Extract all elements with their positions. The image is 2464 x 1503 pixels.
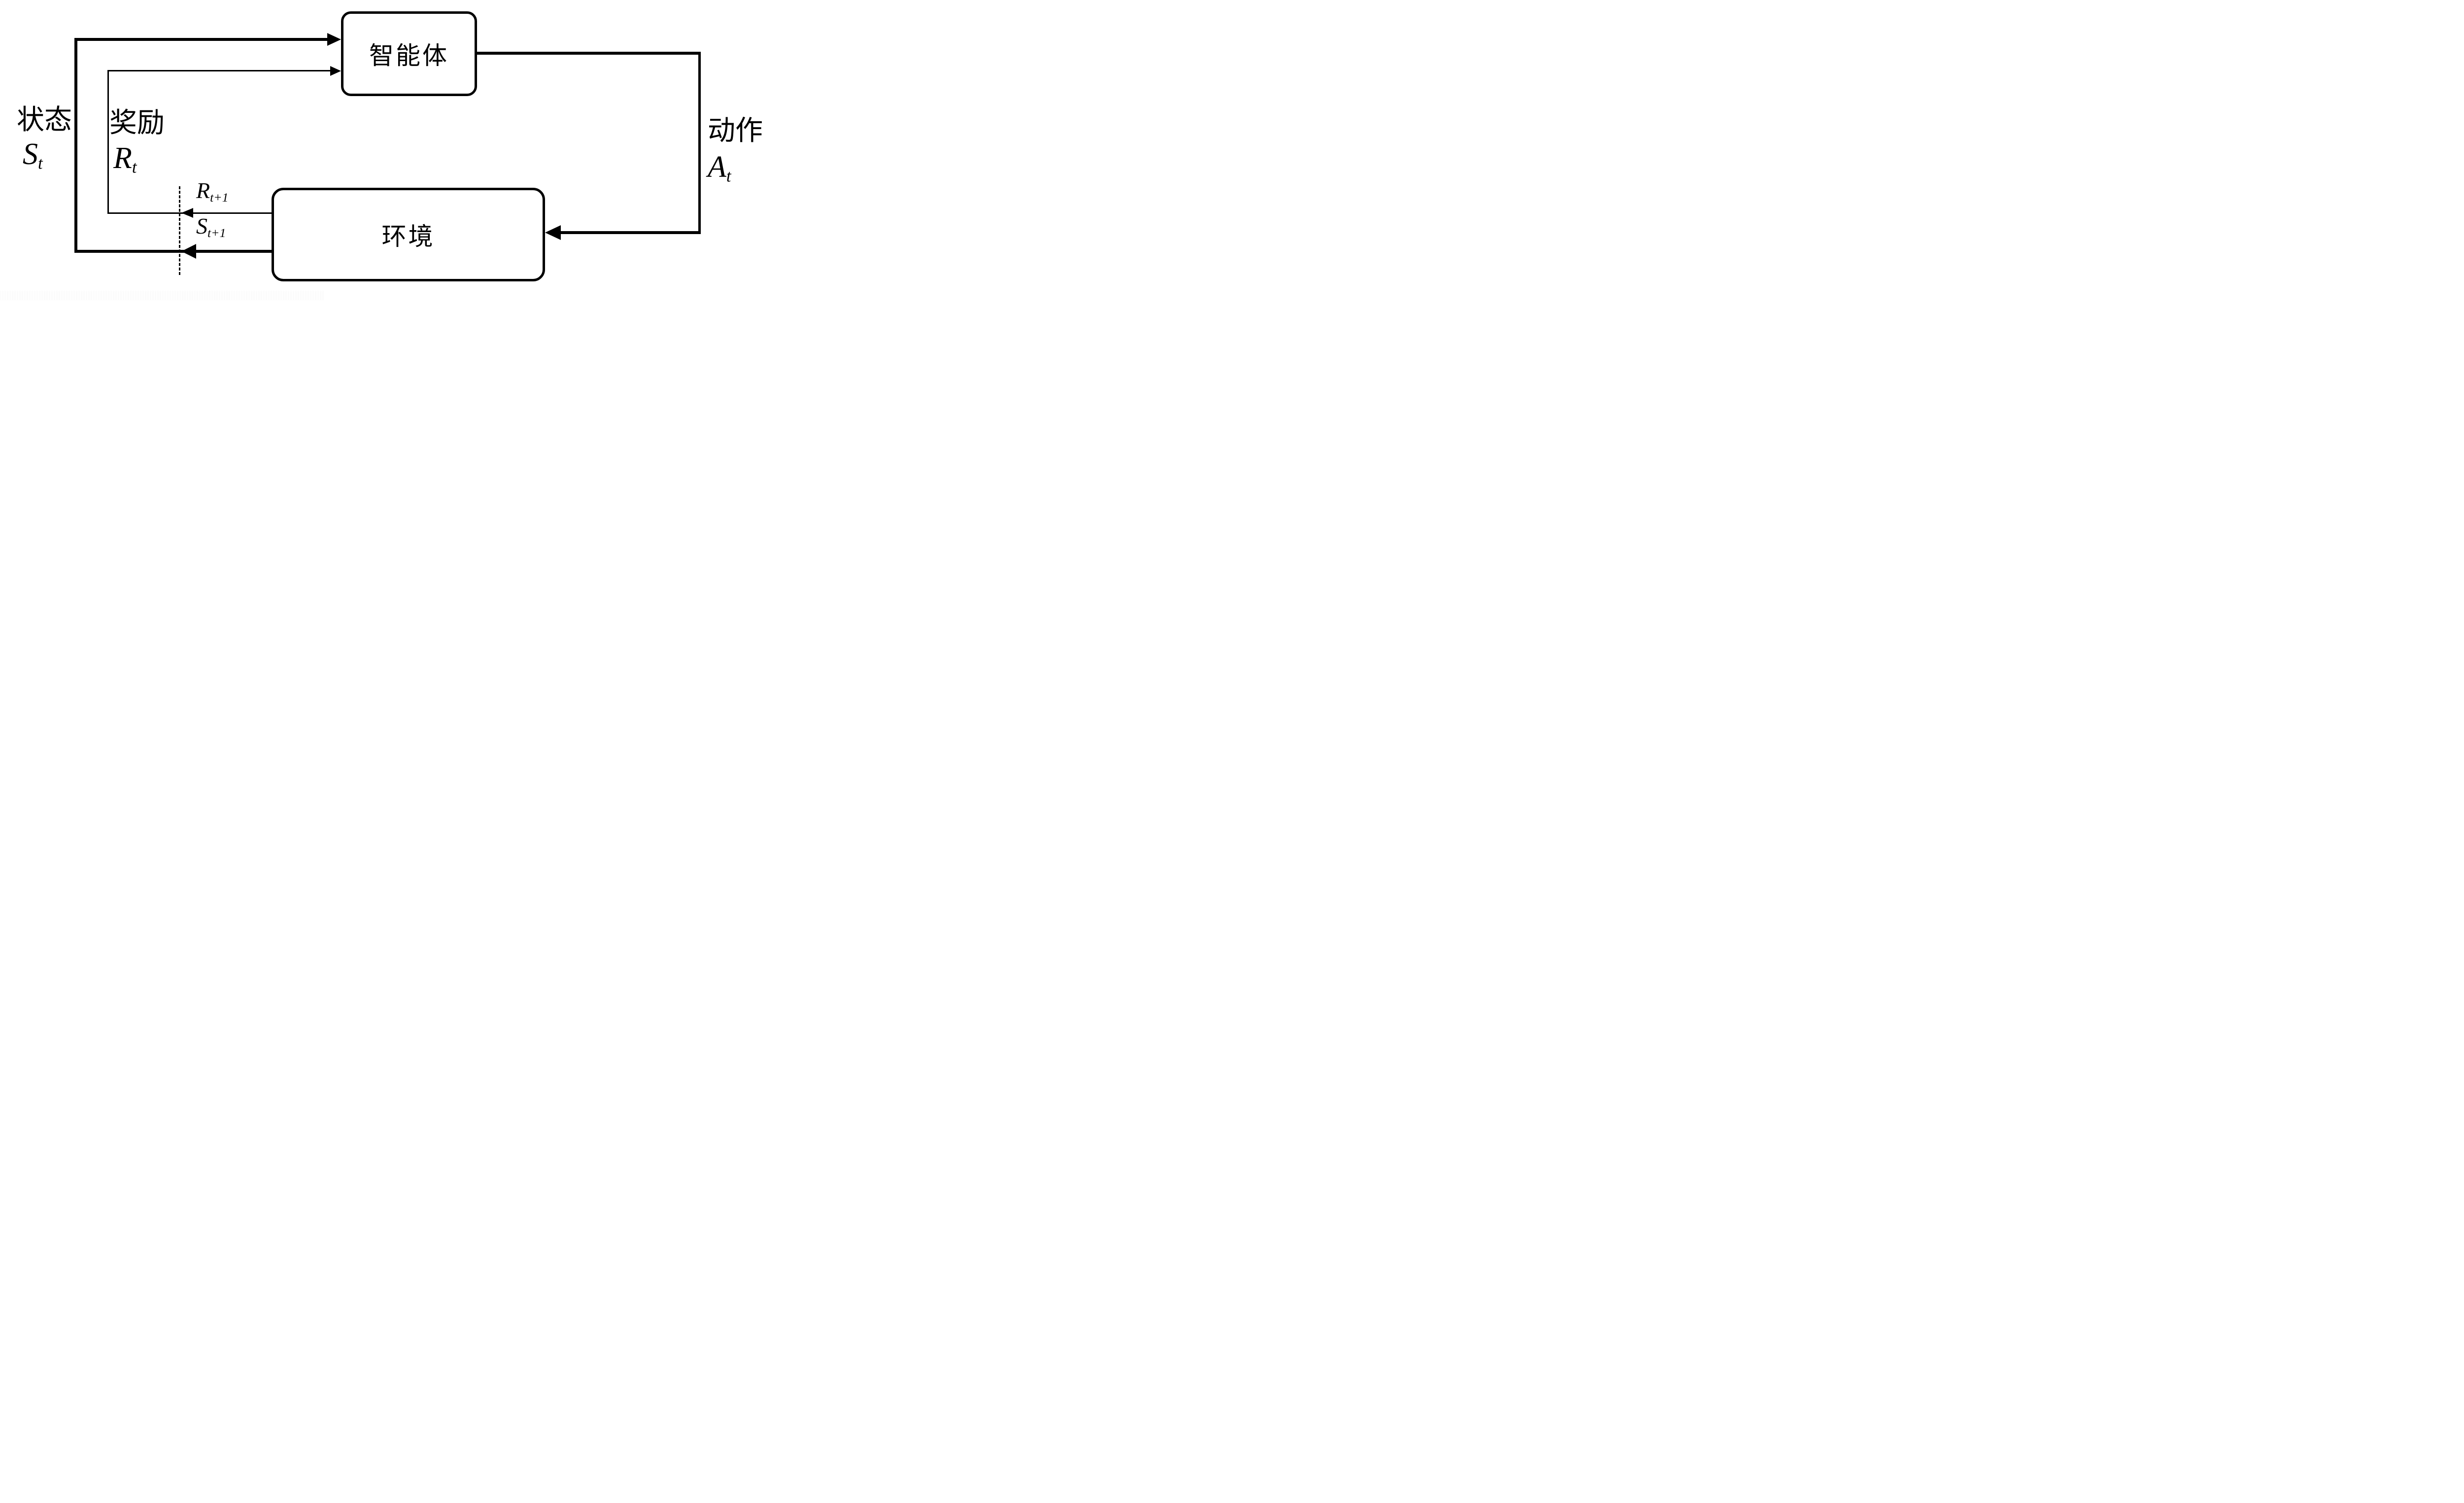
state-next-letter: S (196, 213, 207, 239)
environment-box: 环境 (272, 188, 545, 281)
reward-next-symbol: Rt+1 (196, 179, 229, 204)
reward-label: 奖励 (109, 108, 165, 138)
state-next-subscript: t+1 (207, 226, 226, 240)
state-symbol: St (23, 139, 43, 172)
environment-box-label: 环境 (381, 223, 435, 250)
arrowhead-left-reward-next-icon (181, 208, 193, 218)
arrowhead-left-action-into-environment-icon (545, 225, 561, 240)
arrowhead-left-state-next-icon (181, 244, 196, 259)
action-path-out-horizontal-line (476, 52, 701, 55)
state-loop-top-horizontal-line (74, 38, 329, 41)
state-next-symbol: St+1 (196, 215, 226, 239)
reward-symbol-letter: R (113, 141, 132, 175)
action-path-right-vertical-line (698, 52, 701, 233)
state-loop-left-vertical-line (74, 38, 77, 253)
rl-loop-diagram: 智能体 环境 状态 St 奖励 Rt 动作 At Rt+1 St+1 (0, 0, 788, 301)
arrowhead-right-state-into-agent-icon (327, 33, 341, 46)
agent-box: 智能体 (341, 11, 477, 96)
reward-symbol: Rt (113, 143, 137, 176)
reward-loop-top-horizontal-line (107, 70, 330, 71)
state-symbol-letter: S (23, 137, 38, 171)
reward-next-letter: R (196, 178, 210, 203)
action-path-bottom-horizontal-line (559, 231, 701, 234)
state-symbol-subscript: t (38, 153, 43, 173)
action-symbol-subscript: t (726, 166, 731, 186)
action-symbol-letter: A (708, 150, 726, 184)
reward-symbol-subscript: t (132, 157, 137, 177)
action-label: 动作 (708, 116, 763, 146)
action-symbol: At (708, 152, 731, 185)
reward-loop-vertical-line (107, 70, 109, 214)
state-next-horizontal-line (74, 250, 272, 253)
time-step-dashed-divider (179, 186, 180, 275)
arrowhead-right-reward-into-agent-icon (330, 66, 341, 76)
cropped-caption-remnant (0, 291, 325, 301)
agent-box-label: 智能体 (369, 42, 449, 69)
state-label: 状态 (17, 105, 72, 136)
reward-next-subscript: t+1 (210, 190, 229, 205)
